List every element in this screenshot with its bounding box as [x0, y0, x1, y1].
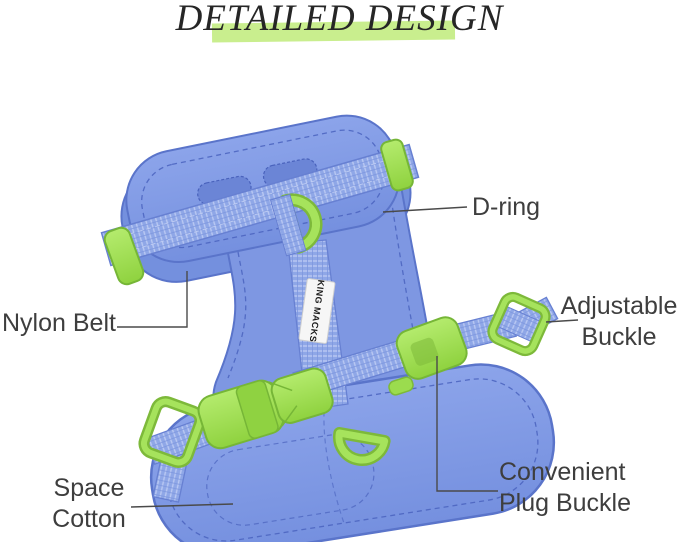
neck-strap-left-tip — [103, 226, 145, 286]
callout-nylon-belt: Nylon Belt — [2, 309, 116, 337]
brand-tag: KING MACKS — [298, 278, 336, 344]
neck-pad-underflap — [120, 126, 412, 283]
callout-space-cotton: Space Cotton — [52, 474, 126, 533]
chest-panel — [212, 146, 440, 462]
page-title: DETAILED DESIGN — [175, 0, 504, 39]
chest-strap — [287, 239, 349, 411]
convenient-plug-buckle-pointer-line — [436, 356, 498, 492]
right-plug-buckle — [395, 316, 468, 380]
neck-pad — [125, 114, 401, 264]
plug-buckle — [197, 367, 334, 450]
neck-strap-right-keeper — [380, 138, 414, 192]
d-ring-pointer-line — [382, 206, 468, 213]
neck-strap — [100, 143, 420, 267]
top-d-ring — [269, 193, 323, 257]
strap-keeper-nub — [388, 376, 414, 396]
bottom-d-ring — [333, 427, 391, 466]
left-strap-loop — [138, 396, 206, 468]
space-cotton-pointer-line — [130, 503, 234, 508]
nylon-belt-pointer-line — [117, 271, 188, 328]
right-slide-adjuster — [487, 291, 551, 357]
callout-adjustable-buckle: Adjustable Buckle — [560, 292, 678, 351]
callout-convenient-plug-buckle: Convenient Plug Buckle — [499, 458, 632, 517]
callout-d-ring: D-ring — [472, 193, 541, 221]
girth-strap — [144, 296, 559, 503]
brand-tag-text: KING MACKS — [308, 279, 327, 343]
